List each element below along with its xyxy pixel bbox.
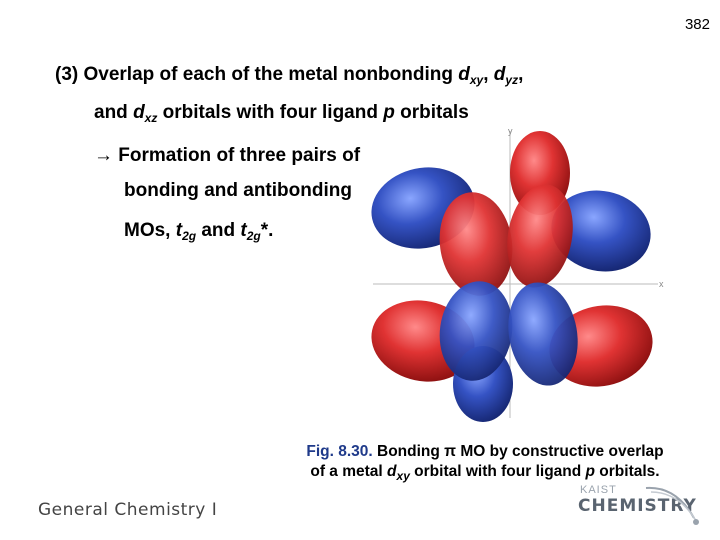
metal-lobe-upper-left	[439, 192, 513, 296]
figure-caption: Fig. 8.30. Bonding π MO by constructive …	[270, 442, 700, 486]
bullet-line-1: → Formation of three pairs of	[94, 145, 361, 166]
bullet-line-2: bonding and antibonding	[124, 180, 352, 201]
bullet-line-3: MOs, t2g and t2g*.	[124, 220, 274, 243]
ligand-lobe-upper-right	[551, 190, 651, 272]
metal-lobe-lower-right	[508, 282, 578, 386]
metal-lobe-upper-right	[507, 184, 573, 288]
metal-lobe-lower-left	[439, 281, 513, 381]
caption-line-2: of a metal dxy orbital with four ligand …	[310, 463, 660, 483]
orbital-figure: y x	[368, 126, 678, 431]
kaist-chemistry-logo: KAIST CHEMISTRY	[576, 478, 704, 530]
orbital-diagram: y x	[371, 126, 664, 422]
course-name: General Chemistry I	[38, 500, 218, 520]
page-number: 382	[684, 16, 710, 33]
caption-line-1: Fig. 8.30. Bonding π MO by constructive …	[306, 443, 664, 460]
logo-swoosh-icon	[645, 486, 699, 525]
section-heading-line2: and dxz orbitals with four ligand p orbi…	[94, 102, 469, 125]
x-axis-label: x	[659, 279, 664, 289]
y-axis-label: y	[508, 126, 513, 136]
section-heading: (3) Overlap of each of the metal nonbond…	[55, 64, 524, 87]
